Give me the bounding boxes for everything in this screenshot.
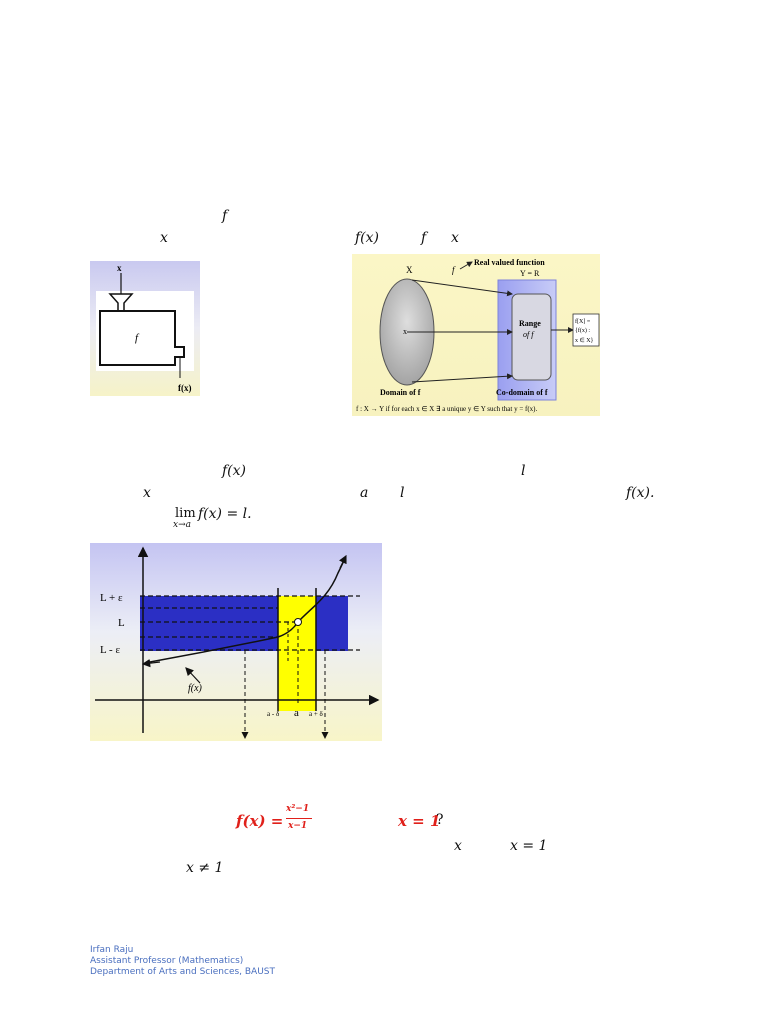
mapping-caption: f : X → Y if for each x ∈ X ∃ a unique y…	[356, 405, 538, 413]
set-line-1: f[X] =	[575, 318, 591, 325]
question-fx-lhs: f(x) =	[236, 812, 284, 830]
limit-fx-2: f(x).	[626, 485, 655, 501]
x-symbol-2: x	[451, 230, 459, 246]
label-fx: f(x)	[188, 683, 203, 694]
author-department: Department of Arts and Sciences, BAUST	[90, 967, 276, 977]
mapping-x-label: x	[403, 327, 407, 336]
machine-input-label: x	[117, 263, 122, 273]
x-symbol: x	[160, 230, 168, 246]
question-x: x	[454, 838, 462, 854]
limit-l: l	[521, 463, 526, 479]
question-x-neq-1: x ≠ 1	[186, 860, 224, 876]
label-L-plus-epsilon: L + ε	[100, 592, 123, 604]
mapping-figure: X f Real valued function Y = R x Range o…	[352, 254, 600, 416]
limit-l-2: l	[400, 485, 405, 501]
range-label: Range	[519, 319, 541, 328]
label-a: a	[294, 707, 299, 719]
lim-word: lim	[175, 506, 196, 521]
mapping-X-label: X	[406, 265, 413, 275]
mapping-f-label: f	[452, 265, 456, 275]
limit-fx: f(x)	[222, 463, 247, 479]
set-line-2: {f(x) :	[575, 327, 590, 334]
codomain-label: Co-domain of f	[496, 388, 548, 397]
lim-subscript: x→a	[173, 520, 191, 530]
domain-label: Domain of f	[380, 388, 421, 397]
mapping-title: Real valued function	[474, 258, 545, 267]
limit-x: x	[143, 485, 151, 501]
limit-a: a	[360, 485, 369, 501]
question-mark: ?	[436, 812, 444, 828]
range-of-label: of f	[523, 330, 535, 339]
question-at-x: x = 1	[398, 812, 441, 830]
footer: Irfan Raju Assistant Professor (Mathemat…	[90, 945, 275, 978]
machine-box-label: f	[135, 332, 140, 344]
set-line-3: x ∈ X}	[575, 337, 594, 344]
label-L: L	[118, 617, 125, 629]
f-symbol-2: f	[421, 230, 427, 246]
fraction-bar	[286, 818, 312, 819]
label-a-plus-delta: a + δ	[309, 710, 324, 718]
author-title: Assistant Professor (Mathematics)	[90, 956, 244, 966]
author-name: Irfan Raju	[90, 945, 134, 955]
question-numerator: x²−1	[286, 804, 310, 814]
label-L-minus-epsilon: L - ε	[100, 644, 120, 656]
mapping-Y-label: Y = R	[520, 269, 540, 278]
fx-symbol: f(x)	[355, 230, 380, 246]
function-machine-figure: x f f(x)	[90, 261, 200, 396]
label-a-minus-delta: a - δ	[267, 710, 280, 718]
f-symbol: f	[222, 208, 228, 224]
question-x-eq-1: x = 1	[510, 838, 548, 854]
question-denominator: x−1	[288, 821, 308, 831]
epsilon-delta-figure: L + ε L L - ε f(x) a - δ a a + δ	[90, 543, 382, 741]
lim-expression: f(x) = l.	[198, 506, 252, 522]
machine-output-label: f(x)	[178, 383, 192, 393]
